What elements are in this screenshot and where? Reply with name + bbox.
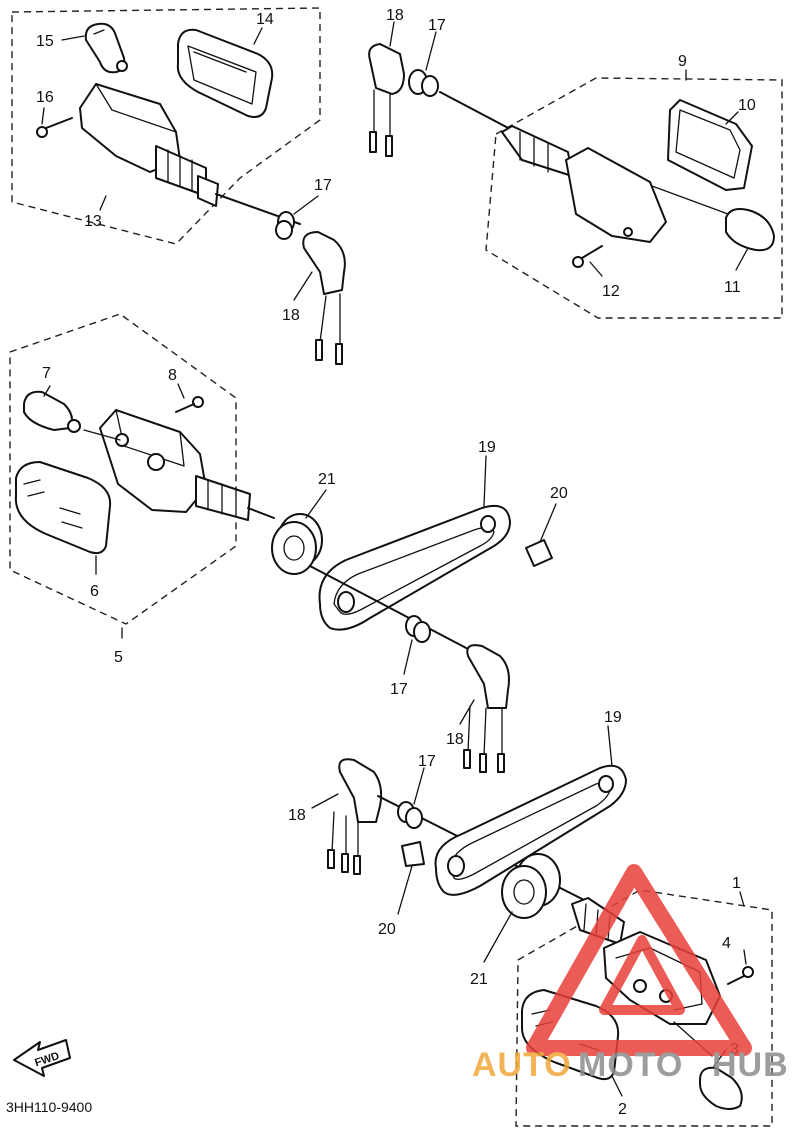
bracket-19-a bbox=[318, 504, 511, 631]
label-part-10: 10 bbox=[738, 97, 756, 114]
label-part-15: 15 bbox=[36, 33, 54, 50]
label-part-17-d: 17 bbox=[418, 753, 436, 770]
drawing-code: 3HH110-9400 bbox=[6, 1099, 92, 1115]
label-part-21-a: 21 bbox=[318, 471, 336, 488]
socket-18-c bbox=[463, 644, 510, 773]
label-part-20-b: 20 bbox=[378, 921, 396, 938]
assembly-9-front-right bbox=[368, 43, 783, 319]
grommet-17-a bbox=[275, 211, 295, 240]
screw-12 bbox=[572, 245, 603, 268]
label-part-18-d: 18 bbox=[288, 807, 306, 824]
label-part-21-b: 21 bbox=[470, 971, 488, 988]
bulb-3 bbox=[673, 1021, 743, 1110]
label-part-2: 2 bbox=[618, 1101, 627, 1118]
label-part-18-b: 18 bbox=[282, 307, 300, 324]
watermark-text-hub: HUB bbox=[712, 1046, 789, 1084]
watermark-triangle-icon bbox=[526, 864, 752, 1056]
assembly-5-rear-left bbox=[9, 313, 275, 625]
watermark-text-moto: MOTO bbox=[578, 1046, 683, 1084]
label-part-5: 5 bbox=[114, 649, 123, 666]
socket-18-a bbox=[302, 231, 346, 365]
watermark-logo: AUTO MOTO HUB bbox=[472, 864, 789, 1084]
label-part-13: 13 bbox=[84, 213, 102, 230]
fwd-arrow-icon: FWD bbox=[13, 1039, 71, 1077]
housing-13 bbox=[79, 83, 301, 225]
label-part-7: 7 bbox=[42, 365, 51, 382]
grommet-17-b bbox=[408, 69, 439, 97]
bulb-11 bbox=[651, 185, 775, 252]
grommet-21-a bbox=[271, 513, 323, 575]
label-part-20-a: 20 bbox=[550, 485, 568, 502]
lens-6 bbox=[14, 461, 112, 555]
label-part-19-b: 19 bbox=[604, 709, 622, 726]
socket-18-d bbox=[327, 758, 383, 875]
label-part-11: 11 bbox=[724, 279, 741, 296]
grommet-17-d bbox=[397, 801, 423, 829]
screw-4 bbox=[727, 966, 754, 985]
label-part-9: 9 bbox=[678, 53, 687, 70]
label-part-14: 14 bbox=[256, 11, 274, 28]
label-part-1: 1 bbox=[732, 875, 741, 892]
screw-8 bbox=[175, 396, 204, 413]
label-part-12: 12 bbox=[602, 283, 620, 300]
grommet-17-c bbox=[405, 615, 431, 643]
bracket-19-b bbox=[434, 764, 627, 896]
lens-14 bbox=[176, 28, 274, 118]
nut-20-b bbox=[401, 841, 425, 867]
socket-18-b bbox=[368, 43, 405, 157]
bulb-15 bbox=[84, 22, 128, 74]
label-part-18-a: 18 bbox=[386, 7, 404, 24]
label-part-16: 16 bbox=[36, 89, 54, 106]
housing-5 bbox=[83, 409, 275, 521]
label-part-17-b: 17 bbox=[314, 177, 332, 194]
nut-20-a bbox=[525, 539, 553, 567]
label-part-4: 4 bbox=[722, 935, 731, 952]
label-part-18-c: 18 bbox=[446, 731, 464, 748]
assembly-13-front-left bbox=[11, 7, 346, 365]
watermark-text-auto: AUTO bbox=[472, 1046, 572, 1084]
housing-9 bbox=[501, 125, 667, 243]
bulb-7 bbox=[23, 390, 81, 433]
screw-16 bbox=[36, 117, 73, 138]
label-part-8: 8 bbox=[168, 367, 177, 384]
label-part-17-a: 17 bbox=[428, 17, 446, 34]
label-part-6: 6 bbox=[90, 583, 99, 600]
label-part-17-c: 17 bbox=[390, 681, 408, 698]
label-part-19-a: 19 bbox=[478, 439, 496, 456]
grommet-21-b bbox=[501, 853, 561, 919]
lens-10 bbox=[667, 99, 753, 191]
